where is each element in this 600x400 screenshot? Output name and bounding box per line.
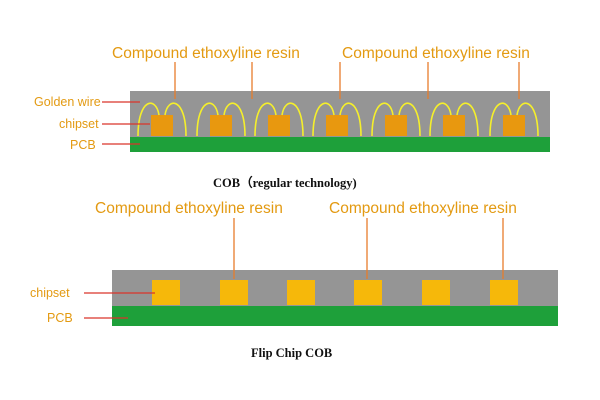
golden-wire xyxy=(196,102,246,137)
chip xyxy=(268,115,290,136)
chip-row xyxy=(151,115,525,136)
flip-chip-cob-caption: Flip Chip COB xyxy=(251,346,332,360)
chip xyxy=(354,280,382,305)
chip-row xyxy=(152,280,518,305)
pcb-label: PCB xyxy=(70,138,96,152)
golden-wire xyxy=(254,102,304,137)
resin-label-right: Compound ethoxyline resin xyxy=(329,200,517,217)
resin-label-left: Compound ethoxyline resin xyxy=(112,45,300,62)
pcb-layer xyxy=(112,306,558,326)
chip xyxy=(326,115,348,136)
chip xyxy=(422,280,450,305)
resin-label-right: Compound ethoxyline resin xyxy=(342,45,530,62)
chip xyxy=(503,115,525,136)
golden-wire xyxy=(429,102,479,137)
golden-wire xyxy=(371,102,421,137)
golden-wire xyxy=(312,102,362,137)
chip xyxy=(443,115,465,136)
chip xyxy=(220,280,248,305)
chip xyxy=(152,280,180,305)
chip xyxy=(151,115,173,136)
resin-label-left: Compound ethoxyline resin xyxy=(95,200,283,217)
pcb-label: PCB xyxy=(47,311,73,325)
chipset-label: chipset xyxy=(59,117,99,131)
golden-wire-row xyxy=(137,102,539,137)
resin-layer xyxy=(112,270,558,306)
chip xyxy=(385,115,407,136)
pcb-layer xyxy=(130,137,550,152)
chip xyxy=(490,280,518,305)
chipset-label: chipset xyxy=(30,286,70,300)
chip xyxy=(287,280,315,305)
golden-wire-label: Golden wire xyxy=(34,95,101,109)
golden-wire xyxy=(489,102,539,137)
flip-chip-cob-diagram: Compound ethoxyline resin Compound ethox… xyxy=(30,200,558,360)
golden-wire xyxy=(137,102,187,137)
chip xyxy=(210,115,232,136)
regular-cob-caption: COB（regular technology) xyxy=(213,175,357,190)
regular-cob-diagram: Compound ethoxyline resin Compound ethox… xyxy=(34,45,550,190)
